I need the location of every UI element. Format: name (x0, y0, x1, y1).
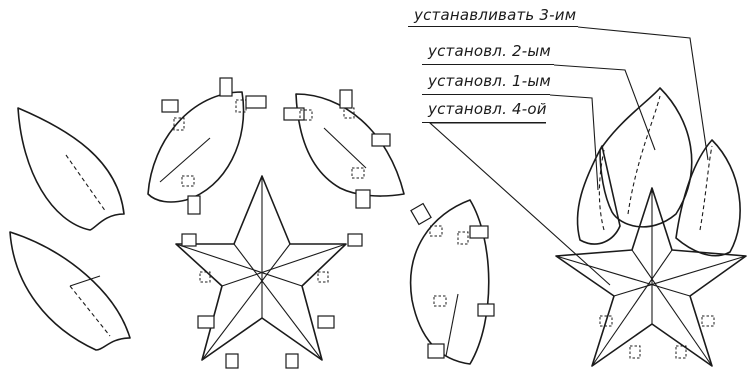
leaf-with-tabs (283, 89, 405, 209)
label-second: установл. 2-ым (428, 42, 551, 60)
star-pattern (175, 175, 363, 369)
leader-second (422, 64, 554, 66)
leader-first (422, 94, 550, 96)
leaf-pattern (17, 107, 125, 231)
assembled-piece (555, 87, 747, 367)
label-first: установл. 1-ым (428, 72, 551, 90)
leaf-with-tabs (147, 77, 267, 215)
leader-third (408, 26, 578, 28)
leaf-pattern (9, 231, 131, 351)
leader-lines (428, 26, 709, 286)
leaf-with-tabs (409, 199, 495, 365)
label-third: устанавливать 3-им (414, 6, 577, 24)
label-fourth: установл. 4-ой (428, 100, 547, 118)
